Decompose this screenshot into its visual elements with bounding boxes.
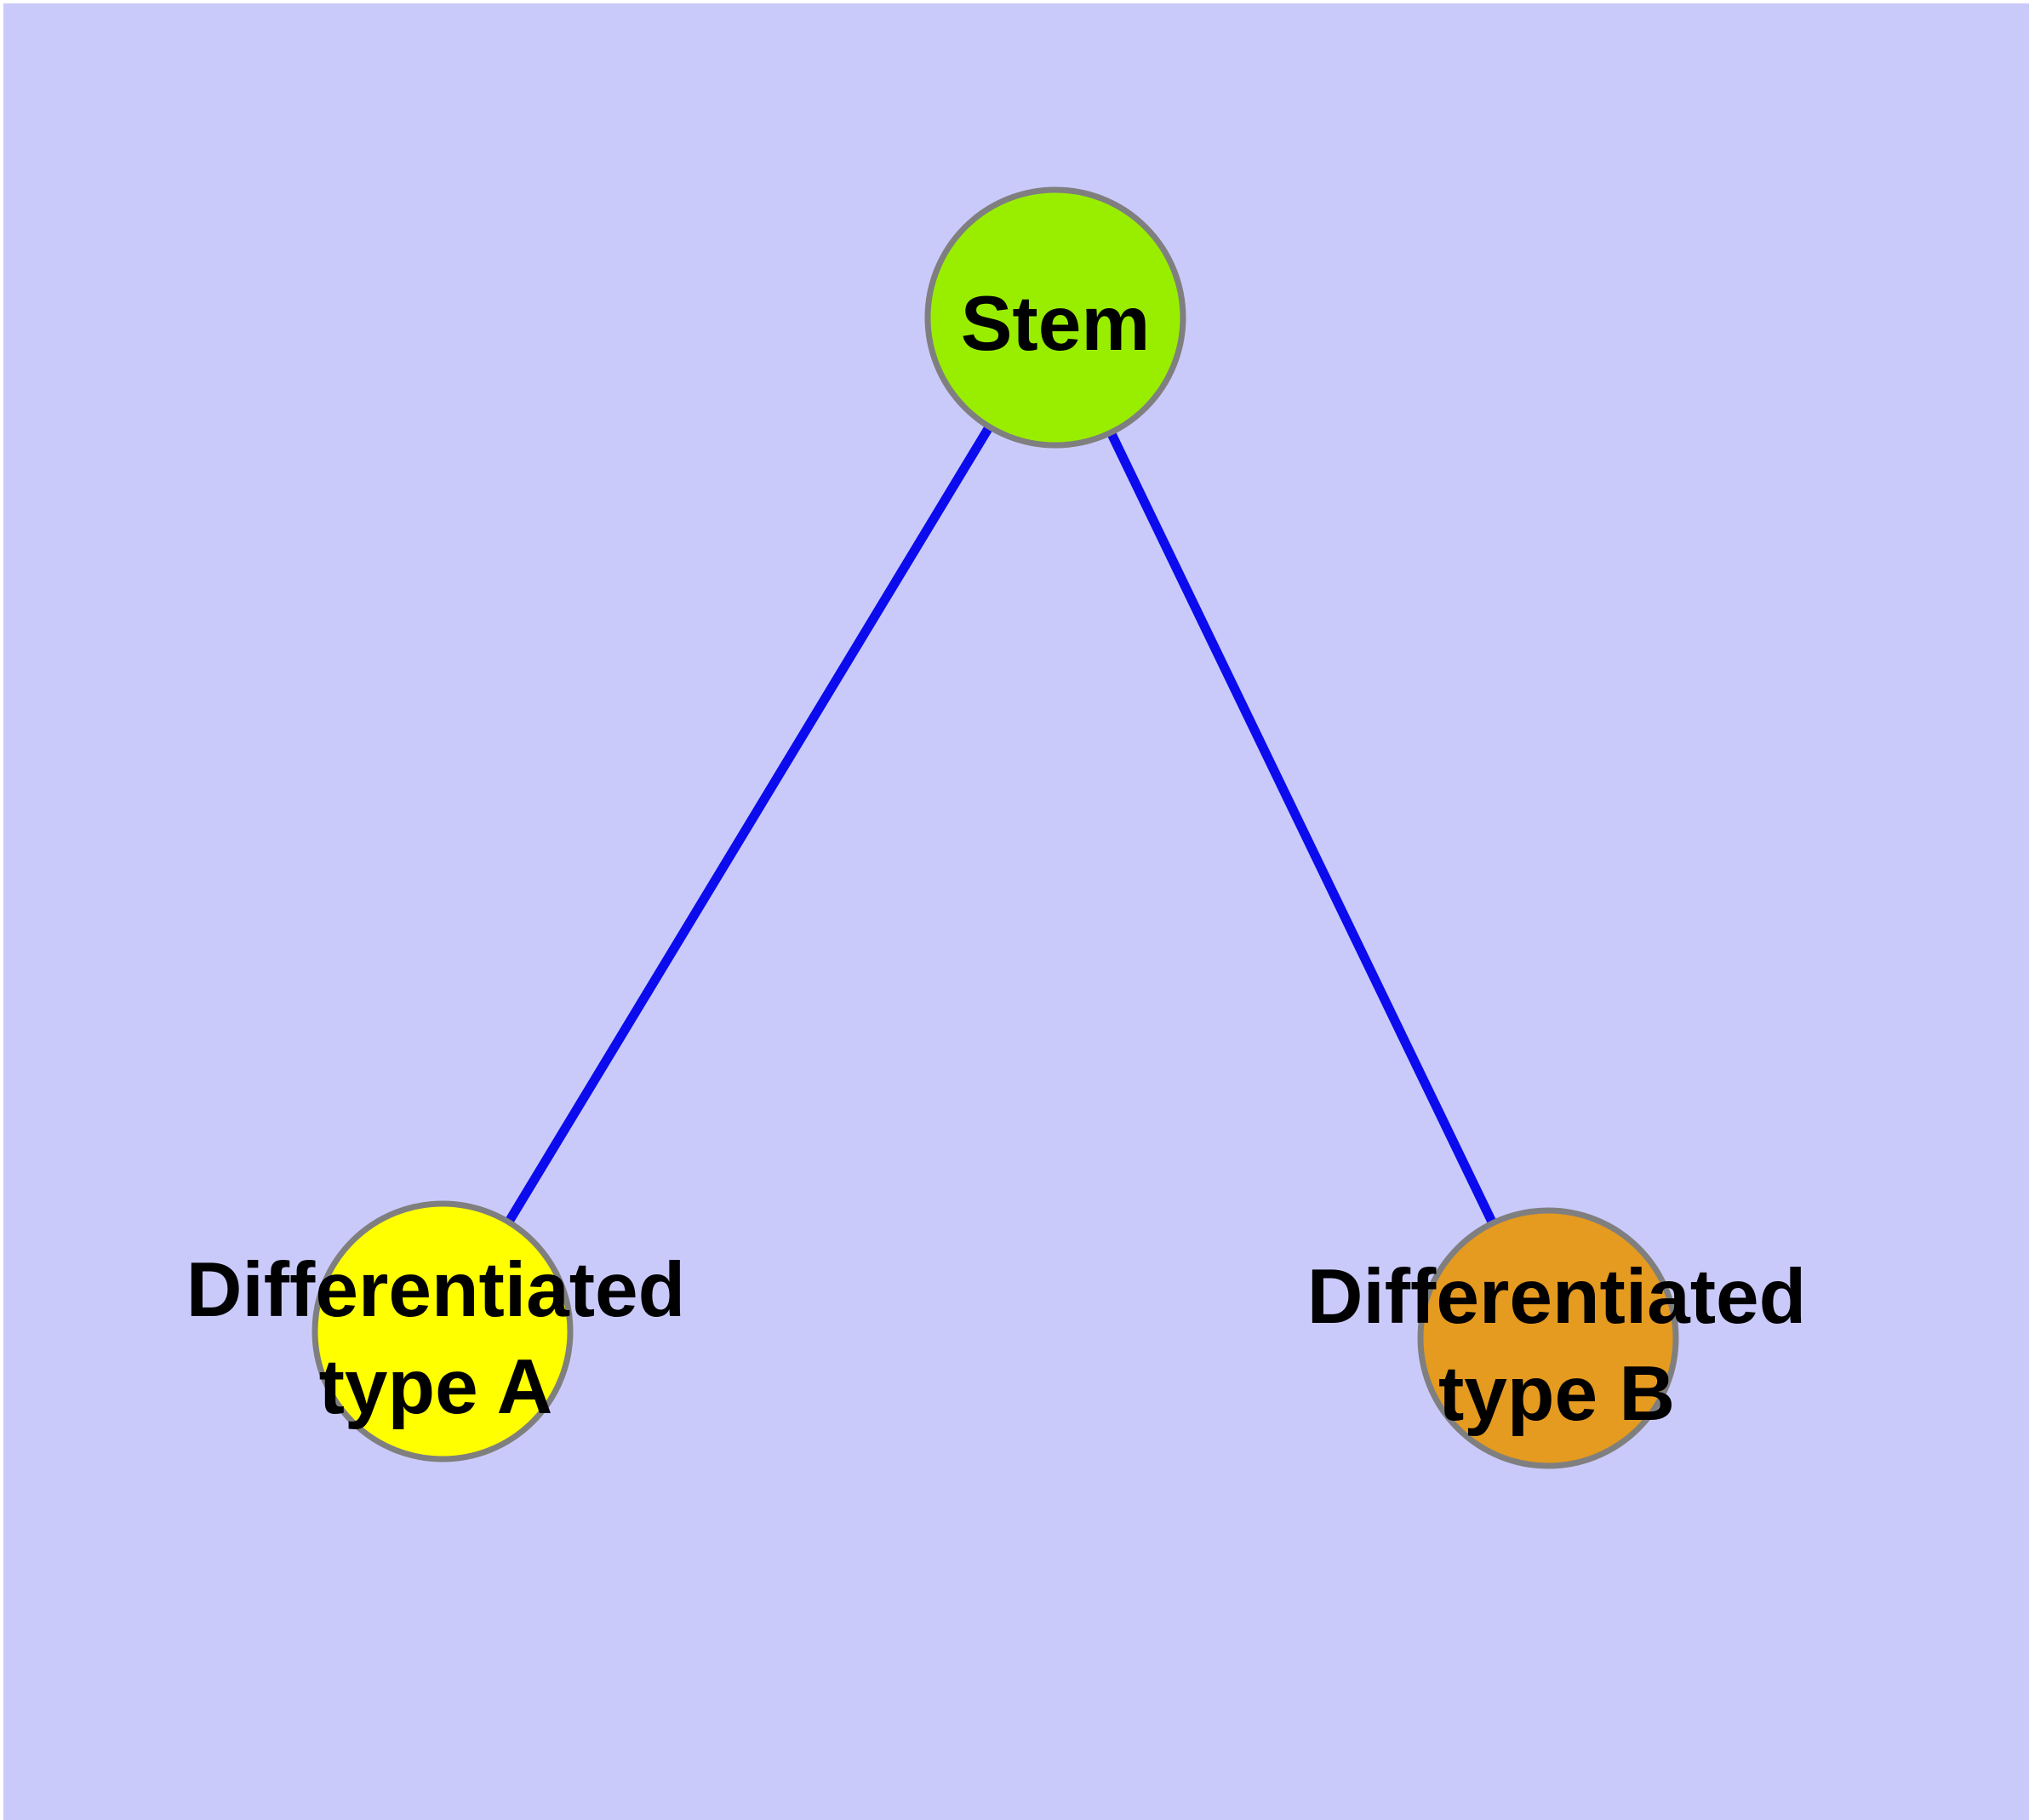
node-type-b-label-line2: type B (1438, 1351, 1675, 1437)
label-layer: Stem Differentiated type A Differentiate… (186, 281, 1807, 1437)
node-type-a-label-line1: Differentiated (186, 1247, 686, 1333)
node-differentiated-type-a (311, 1200, 574, 1462)
edge-stem-to-type-b (1050, 312, 1553, 1343)
node-layer (311, 186, 1679, 1469)
edge-layer (437, 312, 1553, 1343)
node-type-a-label-line2: type A (319, 1344, 553, 1430)
node-stem-label: Stem (961, 281, 1151, 367)
edge-stem-to-type-a (437, 312, 1060, 1336)
node-type-b-label-line1: Differentiated (1307, 1254, 1807, 1340)
node-differentiated-type-b (1417, 1207, 1679, 1469)
node-stem (924, 186, 1186, 449)
